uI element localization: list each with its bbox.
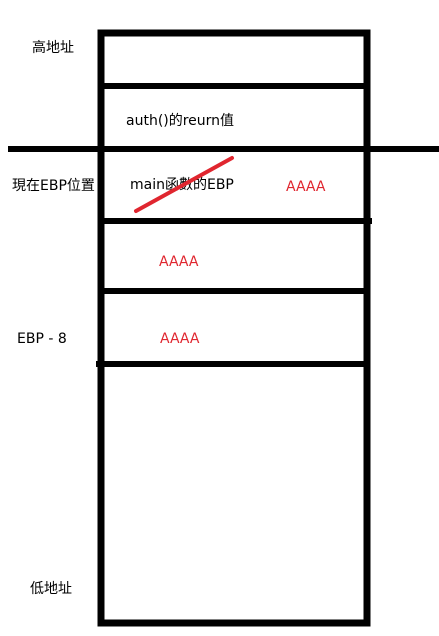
payload-slot-2: AAAA [160,331,200,347]
stack-frame [97,29,371,627]
current-ebp-label: 現在EBP位置 [12,178,95,194]
ebp-minus-8-label: EBP - 8 [17,331,67,347]
high-address-label: 高地址 [32,39,74,56]
return-value-cell: auth()的reurn值 [126,113,234,129]
strike-through-mark [134,156,234,213]
payload-slot-1: AAAA [159,254,199,270]
saved-ebp-overwrite: AAAA [286,179,326,195]
low-address-label: 低地址 [30,581,72,597]
